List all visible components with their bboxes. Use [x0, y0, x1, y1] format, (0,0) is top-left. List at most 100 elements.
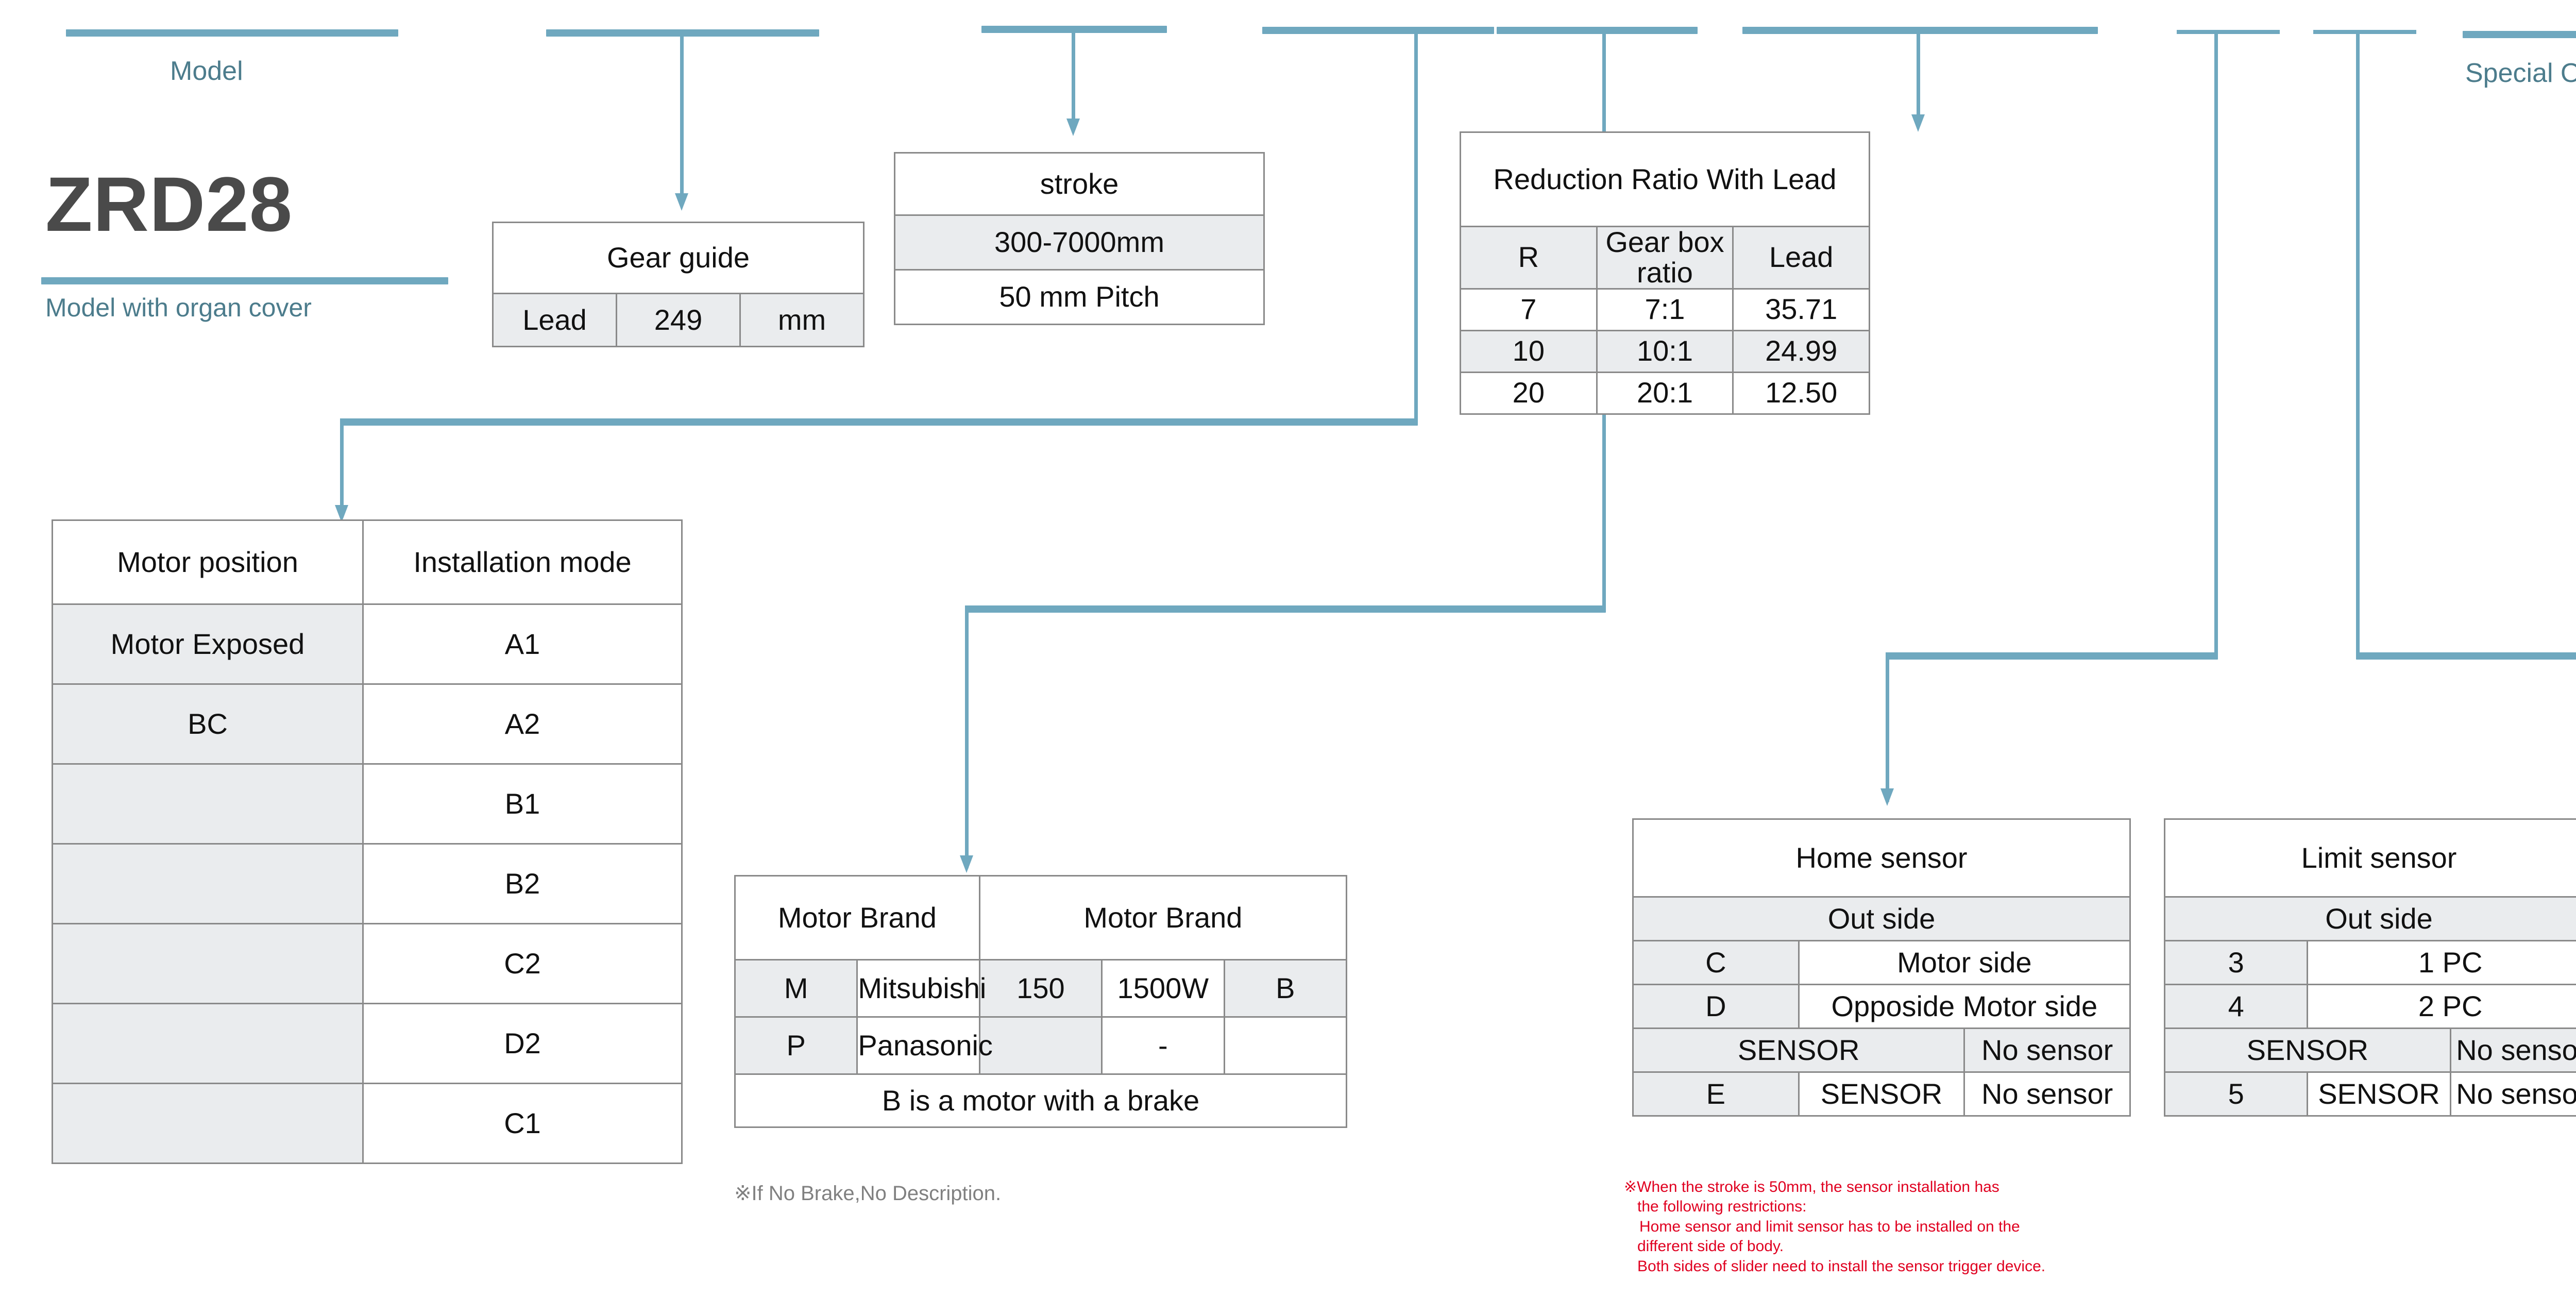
stroke-title: stroke — [894, 152, 1265, 216]
motor-position-value-2 — [52, 763, 364, 845]
connector-arrow-motor-brand — [960, 855, 973, 873]
reduction-ratio-2: 20:1 — [1596, 371, 1734, 415]
label-special-order-no: Special Order No. — [2465, 58, 2576, 88]
home-sensor-subheader: Out side — [1632, 896, 2131, 941]
table-row: C2 — [52, 923, 683, 1004]
table-row: C Motor side — [1632, 940, 2131, 985]
table-row: D Opposide Motor side — [1632, 984, 2131, 1029]
home-sensor-code-3: E — [1632, 1071, 1800, 1117]
table-row: P Panasonic - — [734, 1016, 1348, 1075]
warning-line-4: different side of body. — [1637, 1238, 1784, 1255]
motor-brand-title-row: Motor Brand Motor Brand — [734, 875, 1348, 961]
stroke-pitch: 50 mm Pitch — [894, 269, 1265, 325]
installation-mode-value-0: A1 — [362, 603, 683, 685]
motor-position-table: Motor position Installation mode Motor E… — [52, 519, 683, 1164]
reduction-r-1: 10 — [1460, 329, 1598, 373]
connector-arrow-home-sensor — [1880, 788, 1894, 806]
motor-brand-title-left: Motor Brand — [734, 875, 980, 961]
connector-arrow-reduction — [1911, 114, 1925, 132]
gear-guide-table: Gear guide Lead 249 mm — [492, 222, 865, 347]
connector-bar-motor-position-h — [340, 418, 1418, 426]
reduction-r-2: 20 — [1460, 371, 1598, 415]
reduction-lead-0: 35.71 — [1732, 288, 1870, 331]
connector-bar-model — [66, 29, 398, 37]
table-row: SENSOR No sensor — [1632, 1027, 2131, 1073]
limit-sensor-value-3: No sensor — [2449, 1071, 2576, 1117]
motor-position-header: Motor position — [52, 519, 364, 605]
gear-guide-lead-value: 249 — [616, 293, 741, 347]
reduction-header-row: R Gear box ratio Lead — [1460, 226, 1870, 290]
table-row: 10 10:1 24.99 — [1460, 329, 1870, 373]
motor-brand-table: Motor Brand Motor Brand M Mitsubishi 150… — [734, 875, 1348, 1128]
reduction-r-0: 7 — [1460, 288, 1598, 331]
limit-sensor-label-3: SENSOR — [2307, 1071, 2451, 1117]
model-underline — [41, 277, 448, 284]
limit-sensor-code-3: 5 — [2163, 1071, 2309, 1117]
table-row: B2 — [52, 843, 683, 924]
installation-mode-header: Installation mode — [362, 519, 683, 605]
connector-bar-home-sensor-h — [1886, 652, 2218, 660]
limit-sensor-label-0: 1 PC — [2307, 940, 2576, 985]
home-sensor-table: Home sensor Out side C Motor side D Oppo… — [1632, 818, 2131, 1117]
connector-line-motor-brand-v2 — [965, 605, 969, 868]
reduction-lead-2: 12.50 — [1732, 371, 1870, 415]
table-row: 7 7:1 35.71 — [1460, 288, 1870, 331]
connector-line-reduction — [1917, 27, 1920, 125]
stroke-table: stroke 300-7000mm 50 mm Pitch — [894, 152, 1265, 325]
warning-line-2: the following restrictions: — [1637, 1198, 1807, 1216]
limit-sensor-code-1: 4 — [2163, 984, 2309, 1029]
connector-line-limit-sensor-v1 — [2356, 30, 2360, 656]
table-row: 4 2 PC — [2163, 984, 2576, 1029]
table-row: BC A2 — [52, 683, 683, 765]
installation-mode-value-3: B2 — [362, 843, 683, 924]
warning-line-3: Home sensor and limit sensor has to be i… — [1639, 1218, 2020, 1235]
home-sensor-label-3: SENSOR — [1798, 1071, 1965, 1117]
motor-position-value-4 — [52, 923, 364, 1004]
table-row: 3 1 PC — [2163, 940, 2576, 985]
warning-mark: ※ — [1624, 1178, 1637, 1195]
gear-guide-lead-unit: mm — [739, 293, 865, 347]
reduction-header-r: R — [1460, 226, 1598, 290]
warning-line-1: When the stroke is 50mm, the sensor inst… — [1637, 1178, 1999, 1195]
limit-sensor-code-0: 3 — [2163, 940, 2309, 985]
motor-brand-code-0: M — [734, 959, 858, 1018]
connector-bar-motor-position — [1262, 27, 1494, 34]
motor-brand-name-1: Panasonic — [856, 1016, 993, 1075]
motor-position-value-5 — [52, 1003, 364, 1084]
limit-sensor-label-1: 2 PC — [2307, 984, 2576, 1029]
connector-line-gear-guide — [680, 29, 684, 205]
home-sensor-code-1: D — [1632, 984, 1800, 1029]
warning-line-5: Both sides of slider need to install the… — [1637, 1257, 2046, 1275]
motor-power-code-1 — [978, 1016, 1103, 1075]
table-row: C1 — [52, 1083, 683, 1164]
table-row: 20 20:1 12.50 — [1460, 371, 1870, 415]
table-row: M Mitsubishi 150 1500W B — [734, 959, 1348, 1018]
motor-position-value-0: Motor Exposed — [52, 603, 364, 685]
home-sensor-value-3: No sensor — [1963, 1071, 2131, 1117]
installation-mode-value-5: D2 — [362, 1003, 683, 1084]
limit-sensor-value-2: No sensor — [2449, 1027, 2576, 1073]
table-row: D2 — [52, 1003, 683, 1084]
gear-guide-title: Gear guide — [492, 222, 865, 294]
table-row: 5 SENSOR No sensor — [2163, 1071, 2576, 1117]
home-sensor-label-1: Opposide Motor side — [1798, 984, 2131, 1029]
motor-brand-footer: B is a motor with a brake — [734, 1073, 1347, 1128]
connector-line-home-sensor-v2 — [1886, 652, 1889, 802]
motor-position-header-row: Motor position Installation mode — [52, 519, 683, 605]
reduction-title: Reduction Ratio With Lead — [1460, 131, 1870, 227]
connector-line-home-sensor-v1 — [2214, 30, 2218, 655]
reduction-ratio-0: 7:1 — [1596, 288, 1734, 331]
connector-bar-motor-brand — [1497, 27, 1698, 34]
table-row: B is a motor with a brake — [734, 1073, 1347, 1128]
motor-power-code-0: 150 — [978, 959, 1103, 1018]
limit-sensor-subheader: Out side — [2164, 896, 2576, 941]
motor-brand-name-0: Mitsubishi — [856, 959, 986, 1018]
gear-guide-lead-label: Lead — [492, 293, 617, 347]
reduction-lead-1: 24.99 — [1732, 329, 1870, 373]
connector-bar-limit-sensor — [2313, 30, 2416, 34]
connector-bar-motor-brand-h — [965, 605, 1606, 613]
connector-bar-special-order — [2463, 31, 2576, 38]
connector-line-motor-position-v1 — [1414, 27, 1418, 423]
home-sensor-label-2: SENSOR — [1632, 1027, 1965, 1073]
